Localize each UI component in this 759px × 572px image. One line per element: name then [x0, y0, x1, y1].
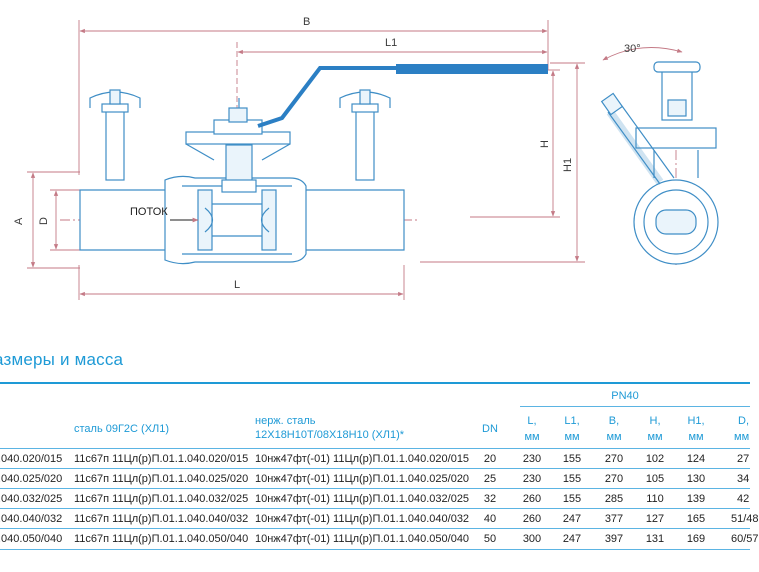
- flow-label: ПОТОК: [130, 206, 168, 218]
- dim-l1-label: L1: [385, 37, 397, 49]
- pressure-label: PN40: [611, 390, 639, 402]
- row-rule: [0, 488, 750, 489]
- header-h: H,: [649, 415, 661, 427]
- row4-h1: 165: [686, 513, 706, 525]
- dim-h-label: H: [539, 140, 551, 148]
- header-rule: [0, 448, 750, 449]
- row2-code: .040.025/020: [0, 473, 63, 485]
- row1-h: 102: [645, 453, 665, 465]
- row1-h1: 124: [686, 453, 706, 465]
- row4-d: 51/48: [731, 513, 759, 525]
- row1-l: 230: [522, 453, 542, 465]
- row4-dn: 40: [483, 513, 497, 525]
- row2-l1: 155: [562, 473, 582, 485]
- row3-h1: 139: [686, 493, 706, 505]
- dimension-labels: B L1 H H1 A D L 30°: [13, 16, 641, 291]
- header-d: D,: [738, 415, 749, 427]
- row1-stainless: 10нж47фт(-01) 11Цл(р)П.01.1.040.020/015: [255, 453, 470, 465]
- row5-l1: 247: [562, 533, 582, 545]
- dimension-lines: [27, 20, 683, 300]
- header-l: L,: [527, 415, 537, 427]
- row-rule: [0, 508, 750, 509]
- header-b: B,: [608, 415, 620, 427]
- valve-side-view: [600, 61, 719, 265]
- row1-b: 270: [604, 453, 624, 465]
- row5-d: 60/57: [731, 533, 759, 545]
- row5-b: 397: [604, 533, 624, 545]
- row1-code: .040.020/015: [0, 453, 63, 465]
- header-b-unit: мм: [606, 431, 622, 443]
- row3-steel: 11с67п 11Цл(р)П.01.1.040.032/025: [74, 493, 249, 505]
- header-h1-unit: мм: [688, 431, 704, 443]
- row3-d: 42: [737, 493, 750, 505]
- pressure-rule: [520, 406, 750, 407]
- row3-code: .040.032/025: [0, 493, 63, 505]
- row4-h: 127: [645, 513, 665, 525]
- row2-steel: 11с67п 11Цл(р)П.01.1.040.025/020: [74, 473, 249, 485]
- row4-code: .040.040/032: [0, 513, 63, 525]
- row4-stainless: 10нж47фт(-01) 11Цл(р)П.01.1.040.040/032: [255, 513, 470, 525]
- row2-h: 105: [645, 473, 665, 485]
- header-l-unit: мм: [524, 431, 540, 443]
- row1-steel: 11с67п 11Цл(р)П.01.1.040.020/015: [74, 453, 249, 465]
- row3-l: 260: [522, 493, 542, 505]
- table-bottom-rule: [0, 549, 750, 550]
- dim-d-label: D: [38, 217, 50, 225]
- header-h1: H1,: [687, 415, 705, 427]
- row3-dn: 32: [483, 493, 497, 505]
- row5-stainless: 10нж47фт(-01) 11Цл(р)П.01.1.040.050/040: [255, 533, 470, 545]
- row5-dn: 50: [483, 533, 497, 545]
- row5-h1: 169: [686, 533, 706, 545]
- row3-l1: 155: [562, 493, 582, 505]
- row3-stainless: 10нж47фт(-01) 11Цл(р)П.01.1.040.032/025: [255, 493, 470, 505]
- valve-handle: [257, 64, 548, 128]
- row3-h: 110: [646, 493, 664, 505]
- row1-l1: 155: [562, 453, 582, 465]
- row2-stainless: 10нж47фт(-01) 11Цл(р)П.01.1.040.025/020: [255, 473, 470, 485]
- row5-h: 131: [645, 533, 665, 545]
- row2-l: 230: [522, 473, 542, 485]
- row-rule: [0, 468, 750, 469]
- header-l1-unit: мм: [564, 431, 580, 443]
- header-stainless-line2: 12Х18Н10Т/08Х18Н10 (ХЛ1)*: [255, 429, 405, 441]
- dim-b-label: B: [303, 16, 310, 28]
- valve-body: [79, 89, 405, 265]
- section-title: азмеры и масса: [0, 350, 124, 369]
- row4-b: 377: [604, 513, 624, 525]
- row5-l: 300: [522, 533, 542, 545]
- header-l1: L1,: [564, 415, 580, 427]
- dim-angle-label: 30°: [624, 43, 641, 55]
- row5-code: .040.050/040: [0, 533, 63, 545]
- row5-steel: 11с67п 11Цл(р)П.01.1.040.050/040: [74, 533, 249, 545]
- row2-d: 34: [737, 473, 750, 485]
- row1-dn: 20: [483, 453, 497, 465]
- header-stainless-line1: нерж. сталь: [255, 415, 316, 427]
- specs-table: PN40 сталь 09Г2С (ХЛ1) нерж. сталь 12Х18…: [0, 382, 759, 558]
- row4-l: 260: [522, 513, 542, 525]
- dim-h1-label: H1: [562, 158, 574, 172]
- row-rule: [0, 528, 750, 529]
- table-top-rule: [0, 382, 750, 384]
- valve-drawing: B L1 H H1 A D L 30°: [13, 16, 719, 300]
- row3-b: 285: [604, 493, 624, 505]
- row4-steel: 11с67п 11Цл(р)П.01.1.040.040/032: [74, 513, 249, 525]
- dim-l-label: L: [234, 279, 240, 291]
- header-steel: сталь 09Г2С (ХЛ1): [74, 423, 170, 435]
- row4-l1: 247: [562, 513, 582, 525]
- row2-b: 270: [604, 473, 624, 485]
- header-h-unit: мм: [647, 431, 663, 443]
- row2-dn: 25: [483, 473, 497, 485]
- dim-a-label: A: [13, 217, 25, 225]
- header-d-unit: мм: [734, 431, 750, 443]
- row2-h1: 130: [686, 473, 706, 485]
- row1-d: 27: [737, 453, 750, 465]
- header-dn: DN: [482, 423, 498, 435]
